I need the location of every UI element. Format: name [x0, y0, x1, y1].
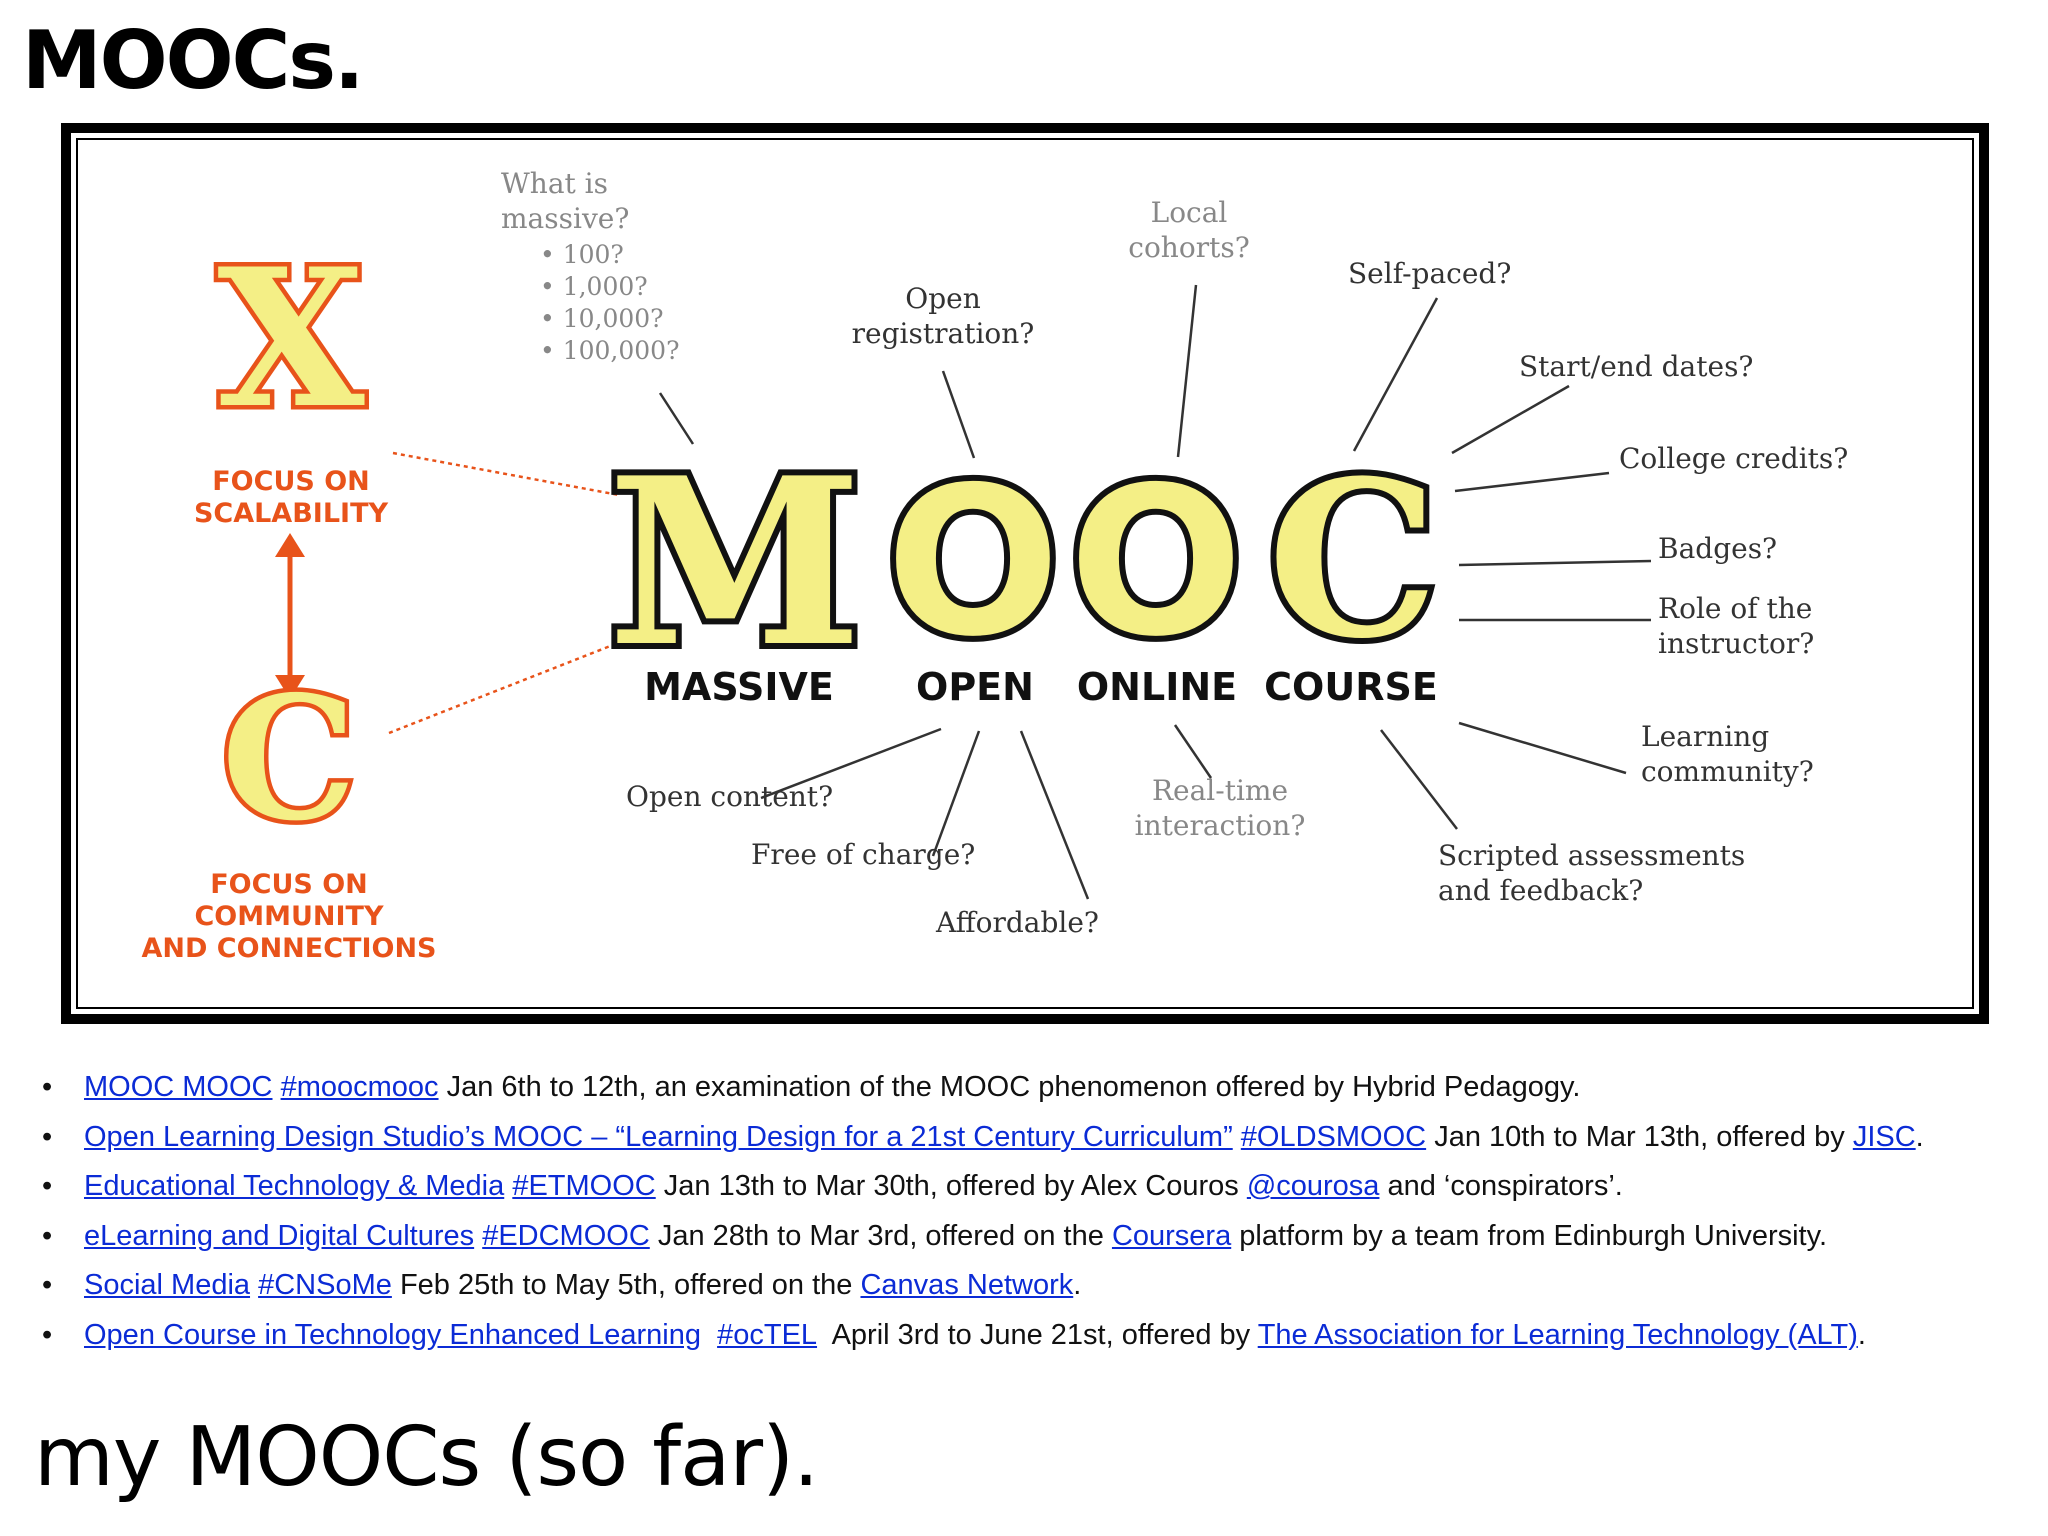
mooc-hashtag-link[interactable]: #OLDSMOOC — [1240, 1120, 1427, 1153]
word-online: ONLINE — [1077, 665, 1237, 709]
label-role-1: Role of the — [1658, 592, 1812, 625]
c-connector-line — [388, 639, 624, 735]
label-scripted-1: Scripted assessments — [1438, 839, 1745, 872]
mooc-list-item: eLearning and Digital Cultures #EDCMOOC … — [42, 1212, 2032, 1262]
label-role-2: instructor? — [1658, 627, 1814, 660]
mooc-hashtag-link[interactable]: #CNSoMe — [258, 1269, 392, 1301]
mooc-link[interactable]: Open Learning Design Studio’s MOOC – “Le… — [84, 1120, 1233, 1153]
word-open: OPEN — [916, 665, 1034, 709]
label-massive-option-2: • 1,000? — [540, 272, 648, 301]
mooc-link[interactable]: Educational Technology & Media — [84, 1170, 505, 1202]
label-affordable: Affordable? — [935, 906, 1099, 939]
label-open-content: Open content? — [626, 780, 833, 813]
mooc-link[interactable]: Social Media — [84, 1269, 251, 1301]
provider-link[interactable]: Coursera — [1111, 1219, 1232, 1252]
mooc-diagram: X FOCUS ON SCALABILITY C FOCUS ON COMMUN… — [61, 123, 1989, 1024]
x-caption-line-1: FOCUS ON — [212, 466, 370, 497]
label-self-paced: Self-paced? — [1348, 257, 1511, 290]
label-free-of-charge: Free of charge? — [751, 838, 975, 871]
label-local-1: Local — [1151, 196, 1228, 229]
c-letter: C — [221, 659, 356, 859]
mooc-list-item: Open Learning Design Studio’s MOOC – “Le… — [42, 1113, 2032, 1163]
mooc-hashtag-link[interactable]: #EDCMOOC — [482, 1219, 650, 1252]
provider-link[interactable]: JISC — [1852, 1120, 1916, 1153]
mooc-description: Feb 25th to May 5th, offered on the — [399, 1269, 861, 1301]
label-scripted-2: and feedback? — [1438, 874, 1643, 907]
x-connector-line — [392, 451, 620, 497]
mooc-description-tail: platform by a team from Edinburgh Univer… — [1231, 1219, 1828, 1252]
x-letter: X — [217, 227, 365, 450]
mooc-list: MOOC MOOC #moocmooc Jan 6th to 12th, an … — [42, 1063, 2032, 1360]
mooc-description-tail: . — [1915, 1120, 1924, 1153]
label-college-credits: College credits? — [1619, 442, 1848, 475]
mooc-description-tail: . — [1073, 1269, 1082, 1301]
mooc-list-item: MOOC MOOC #moocmooc Jan 6th to 12th, an … — [42, 1063, 2032, 1113]
c-caption-line-3: AND CONNECTIONS — [142, 933, 437, 964]
mooc-list-item: Social Media #CNSoMe Feb 25th to May 5th… — [42, 1261, 2032, 1311]
question-connector-lines — [658, 284, 1652, 900]
letter-o-open: O — [886, 444, 1060, 682]
label-what-is-2: massive? — [501, 202, 629, 235]
mooc-description: April 3rd to June 21st, offered by — [831, 1318, 1258, 1351]
label-massive-option-1: • 100? — [540, 240, 624, 269]
provider-link[interactable]: @courosa — [1246, 1170, 1380, 1202]
word-massive: MASSIVE — [644, 665, 834, 709]
mooc-description-tail: . — [1857, 1318, 1866, 1351]
provider-link[interactable]: The Association for Learning Technology … — [1257, 1318, 1858, 1351]
label-realtime-1: Real-time — [1152, 774, 1288, 807]
mooc-hashtag-link[interactable]: #ETMOOC — [512, 1170, 656, 1202]
word-course: COURSE — [1264, 665, 1438, 709]
x-caption-line-2: SCALABILITY — [194, 498, 389, 529]
label-start-end-dates: Start/end dates? — [1519, 350, 1753, 383]
mooc-hashtag-link[interactable]: #ocTEL — [717, 1318, 818, 1351]
label-open-registration-1: Open — [905, 282, 980, 315]
letter-m: M — [608, 428, 863, 698]
letter-o-online: O — [1069, 444, 1243, 682]
footer-title: my MOOCs (so far). — [34, 1410, 819, 1505]
mooc-description: Jan 10th to Mar 13th, offered by — [1434, 1120, 1853, 1153]
label-what-is-1: What is — [501, 167, 608, 200]
label-open-registration-2: registration? — [852, 317, 1035, 350]
double-arrow-icon — [275, 533, 305, 699]
label-learning-1: Learning — [1641, 720, 1769, 753]
mooc-link[interactable]: eLearning and Digital Cultures — [84, 1219, 475, 1252]
label-learning-2: community? — [1641, 755, 1814, 788]
label-realtime-2: interaction? — [1135, 809, 1306, 842]
mooc-description: Jan 28th to Mar 3rd, offered on the — [657, 1219, 1112, 1252]
mooc-link[interactable]: MOOC MOOC — [84, 1071, 273, 1103]
mooc-hashtag-link[interactable]: #moocmooc — [280, 1071, 439, 1103]
mooc-link[interactable]: Open Course in Technology Enhanced Learn… — [84, 1318, 701, 1351]
provider-link[interactable]: Canvas Network — [860, 1269, 1074, 1301]
mooc-description: Jan 13th to Mar 30th, offered by Alex Co… — [663, 1170, 1247, 1202]
mooc-list-item: Open Course in Technology Enhanced Learn… — [42, 1311, 2032, 1361]
slide-title: MOOCs. — [22, 14, 364, 107]
mooc-description: Jan 6th to 12th, an examination of the M… — [446, 1071, 1581, 1103]
label-massive-option-3: • 10,000? — [540, 304, 664, 333]
label-badges: Badges? — [1658, 532, 1777, 565]
mooc-description-tail: and ‘conspirators’. — [1379, 1170, 1623, 1202]
label-massive-option-4: • 100,000? — [540, 336, 679, 365]
mooc-list-item: Educational Technology & Media #ETMOOC J… — [42, 1162, 2032, 1212]
letter-c: C — [1267, 433, 1438, 686]
mooc-diagram-svg: X FOCUS ON SCALABILITY C FOCUS ON COMMUN… — [142, 167, 1849, 964]
label-local-2: cohorts? — [1128, 231, 1249, 264]
c-caption-line-1: FOCUS ON — [210, 869, 368, 900]
c-caption-line-2: COMMUNITY — [194, 901, 383, 932]
